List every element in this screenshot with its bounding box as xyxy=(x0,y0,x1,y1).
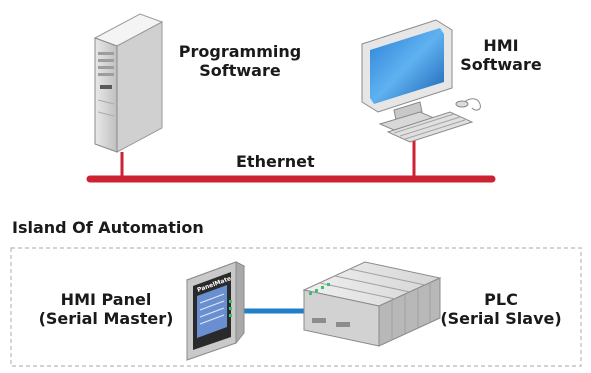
hmi-panel-icon: PanelMate xyxy=(185,261,246,361)
plc-icon xyxy=(302,261,442,347)
hmi-panel-label: HMI Panel (Serial Master) xyxy=(26,290,186,328)
hmi-label-line1: HMI xyxy=(483,36,519,55)
hmi-panel-label-line1: HMI Panel xyxy=(60,290,152,309)
plc-label-line2: (Serial Slave) xyxy=(440,309,562,329)
programming-label-line1: Programming xyxy=(178,42,302,61)
island-group-box xyxy=(10,247,582,367)
programming-label-line2: Software xyxy=(199,61,281,81)
programming-software-label: Programming Software xyxy=(165,42,315,80)
hmi-panel-label-line2: (Serial Master) xyxy=(38,309,174,329)
hmi-software-label: HMI Software xyxy=(446,36,556,74)
plc-label-line1: PLC xyxy=(484,290,518,309)
plc-label: PLC (Serial Slave) xyxy=(416,290,586,328)
island-title: Island Of Automation xyxy=(12,218,204,237)
ethernet-label: Ethernet xyxy=(236,152,315,171)
hmi-label-line2: Software xyxy=(460,55,542,75)
programming-server-icon xyxy=(93,13,164,153)
hmi-computer-icon xyxy=(361,19,481,143)
